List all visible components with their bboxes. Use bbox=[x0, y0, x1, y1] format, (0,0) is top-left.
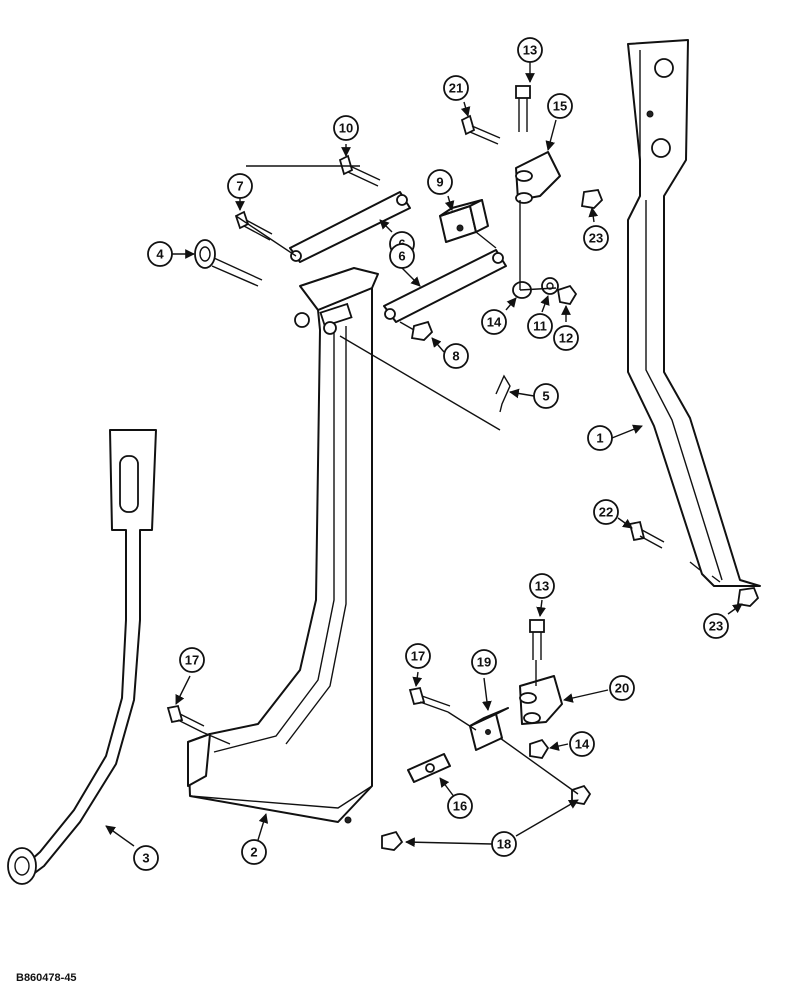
svg-text:17: 17 bbox=[185, 653, 199, 668]
callout-9: 9 bbox=[427, 169, 453, 195]
svg-text:19: 19 bbox=[477, 655, 491, 670]
callout-15: 15 bbox=[547, 93, 573, 119]
callout-leaders bbox=[105, 62, 743, 848]
standard-part-1 bbox=[627, 39, 761, 587]
callout-21: 21 bbox=[443, 75, 469, 101]
frame-part-2 bbox=[187, 267, 379, 824]
svg-text:13: 13 bbox=[523, 43, 537, 58]
svg-text:9: 9 bbox=[436, 175, 443, 190]
callout-10: 10 bbox=[333, 115, 359, 141]
svg-text:23: 23 bbox=[709, 619, 723, 634]
drawing-reference-code: B860478-45 bbox=[16, 972, 77, 984]
svg-text:23: 23 bbox=[589, 231, 603, 246]
callout-23-top: 23 bbox=[583, 225, 609, 251]
callout-23-right: 23 bbox=[703, 613, 729, 639]
svg-text:14: 14 bbox=[487, 315, 502, 330]
callout-22: 22 bbox=[593, 499, 619, 525]
svg-text:3: 3 bbox=[142, 851, 149, 866]
svg-text:5: 5 bbox=[542, 389, 549, 404]
fasteners bbox=[166, 85, 760, 851]
svg-text:20: 20 bbox=[615, 681, 629, 696]
assembly-lines bbox=[201, 165, 579, 795]
callout-5: 5 bbox=[533, 383, 559, 409]
callout-7: 7 bbox=[227, 173, 253, 199]
svg-text:6: 6 bbox=[398, 249, 405, 264]
svg-text:22: 22 bbox=[599, 505, 613, 520]
callout-18: 18 bbox=[491, 831, 517, 857]
svg-text:14: 14 bbox=[575, 737, 590, 752]
callout-13-top: 13 bbox=[517, 37, 543, 63]
callout-14-top: 14 bbox=[481, 309, 507, 335]
callout-1: 1 bbox=[587, 425, 613, 451]
svg-text:18: 18 bbox=[497, 837, 511, 852]
callout-2: 2 bbox=[241, 839, 267, 865]
svg-text:8: 8 bbox=[452, 349, 459, 364]
callout-17-left: 17 bbox=[179, 647, 205, 673]
svg-text:10: 10 bbox=[339, 121, 353, 136]
callout-17-mid: 17 bbox=[405, 643, 431, 669]
callout-11: 11 bbox=[527, 313, 553, 339]
callout-12: 12 bbox=[553, 325, 579, 351]
svg-text:17: 17 bbox=[411, 649, 425, 664]
callout-3: 3 bbox=[133, 845, 159, 871]
svg-text:15: 15 bbox=[553, 99, 567, 114]
svg-text:16: 16 bbox=[453, 799, 467, 814]
svg-text:21: 21 bbox=[449, 81, 463, 96]
link-parts-6 bbox=[289, 191, 507, 323]
callout-20: 20 bbox=[609, 675, 635, 701]
callout-8: 8 bbox=[443, 343, 469, 369]
svg-text:12: 12 bbox=[559, 331, 573, 346]
callout-19: 19 bbox=[471, 649, 497, 675]
tine-part-3 bbox=[7, 429, 157, 885]
callout-14-lower: 14 bbox=[569, 731, 595, 757]
callout-6b: 6 bbox=[389, 243, 415, 269]
callout-13-lower: 13 bbox=[529, 573, 555, 599]
svg-text:4: 4 bbox=[156, 247, 164, 262]
svg-text:1: 1 bbox=[596, 431, 603, 446]
svg-text:11: 11 bbox=[533, 319, 547, 334]
svg-text:2: 2 bbox=[250, 845, 257, 860]
callout-16: 16 bbox=[447, 793, 473, 819]
callout-4: 4 bbox=[147, 241, 173, 267]
svg-text:13: 13 bbox=[535, 579, 549, 594]
svg-text:7: 7 bbox=[236, 179, 243, 194]
